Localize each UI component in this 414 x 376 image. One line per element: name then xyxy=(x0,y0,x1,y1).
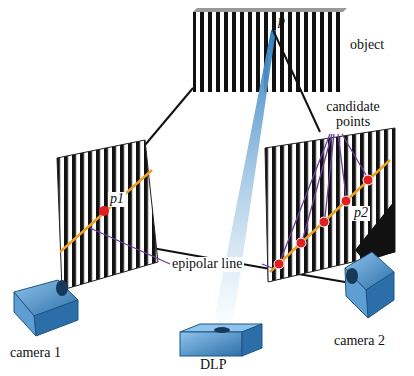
node-label: camera 1 xyxy=(10,346,61,361)
callout-label: epipolar line xyxy=(170,257,244,272)
camera-node: camera 1 xyxy=(4,272,100,368)
node-label: object xyxy=(350,38,384,53)
camera1-icon xyxy=(14,280,78,336)
point-label: p2 xyxy=(352,206,370,221)
candidate-leaders xyxy=(281,134,366,259)
object-top xyxy=(193,8,347,12)
projector-node: DLP xyxy=(172,318,268,374)
projector-icon xyxy=(180,324,262,356)
node-label: DLP xyxy=(200,358,226,373)
object-node: object xyxy=(190,6,410,96)
point-label: p xyxy=(278,14,285,29)
candidate-dots xyxy=(274,175,373,269)
point-p1 xyxy=(99,206,109,216)
camera-node: camera 2 xyxy=(326,246,412,356)
node-label: camera 2 xyxy=(334,334,385,349)
point-label: p1 xyxy=(108,192,126,207)
camera2-icon xyxy=(345,252,394,318)
camera1-image-plane xyxy=(57,140,158,290)
epipolar-line-left xyxy=(60,170,152,252)
callout-label: candidate points xyxy=(318,100,388,129)
